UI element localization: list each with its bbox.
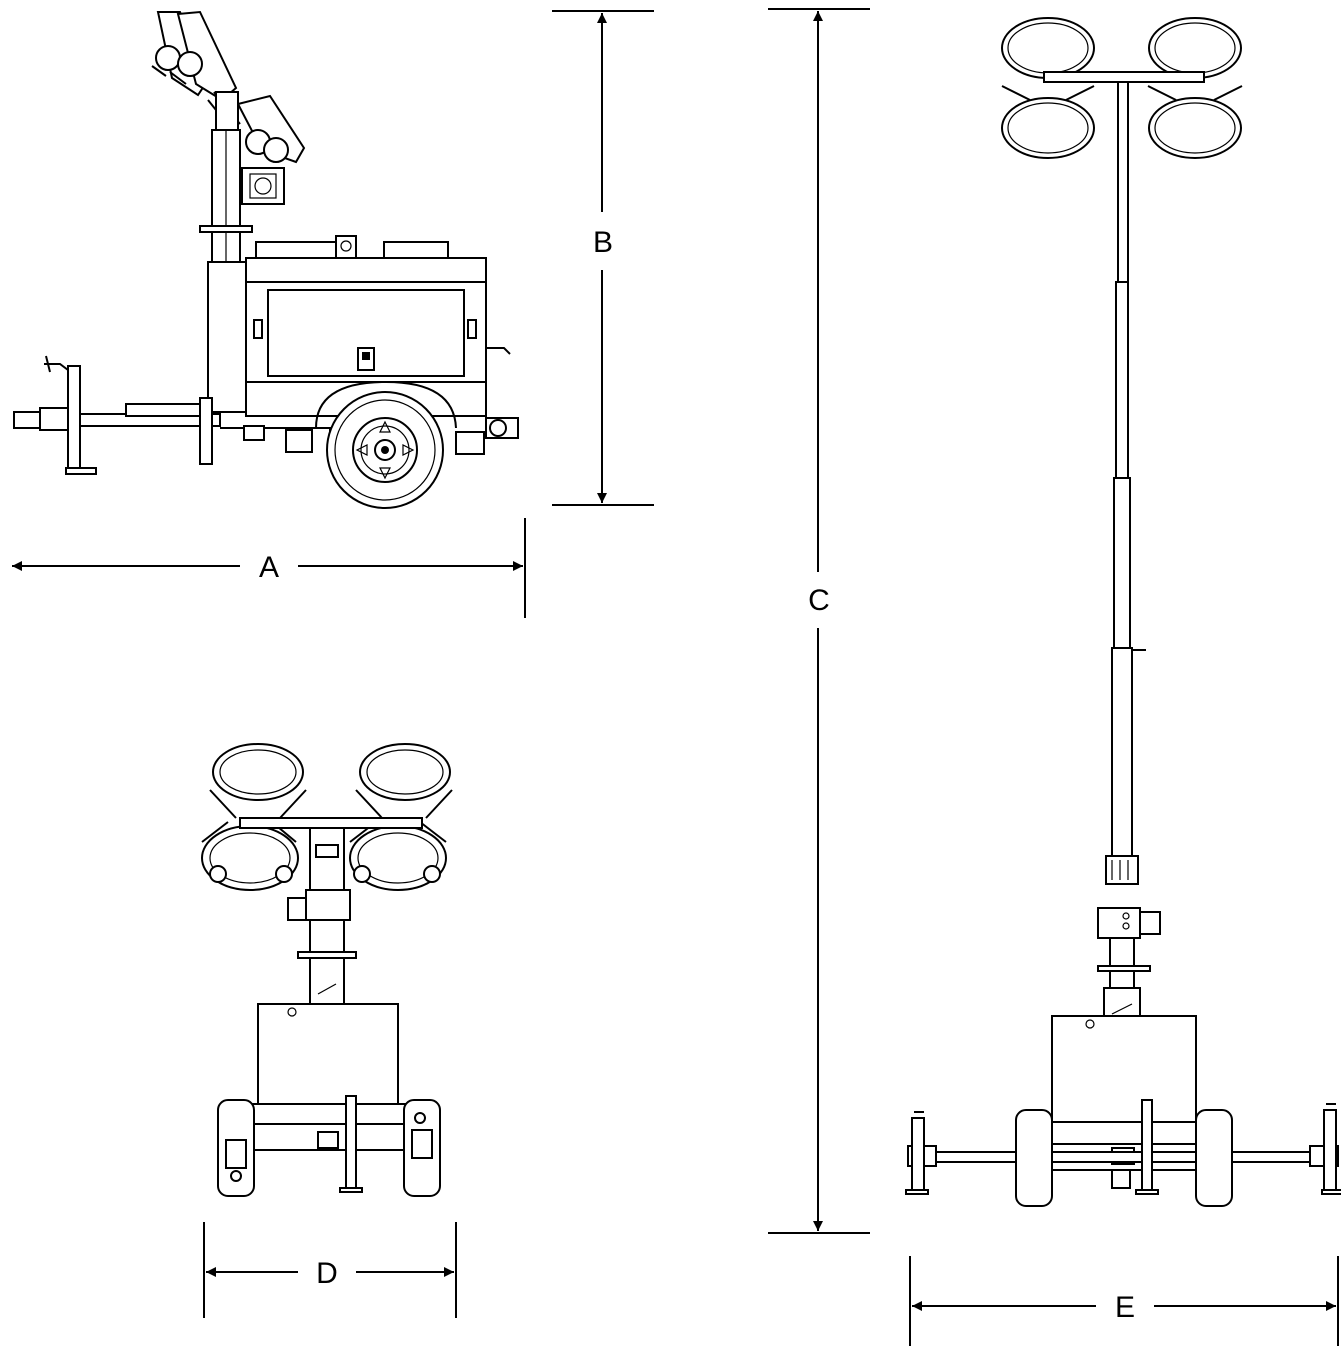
dimension-c-label: C	[808, 584, 830, 617]
dimension-a: A	[12, 518, 526, 618]
side-wheel	[315, 380, 457, 509]
front-housing	[249, 1003, 409, 1151]
side-front-light-heads	[207, 91, 306, 164]
dimension-a-label: A	[259, 551, 279, 584]
front-wheels	[217, 1095, 441, 1197]
dimension-d: D	[203, 1222, 457, 1318]
side-housing	[207, 235, 511, 417]
side-rear-light-heads	[151, 10, 238, 102]
side-mast	[199, 129, 285, 266]
front-view	[201, 743, 453, 1197]
rear-wheels	[1015, 1099, 1233, 1207]
dimension-b: B	[552, 10, 654, 506]
dimension-e: E	[909, 1256, 1339, 1346]
dimension-c: C	[768, 8, 870, 1234]
dimension-b-label: B	[593, 226, 613, 259]
side-tongue-and-jack	[13, 355, 519, 475]
rear-view	[905, 17, 1341, 1207]
rear-housing	[1047, 1015, 1201, 1171]
dimension-e-label: E	[1115, 1291, 1135, 1324]
dimension-d-label: D	[316, 1257, 338, 1290]
rear-telescoping-mast	[1097, 81, 1161, 1139]
side-view	[13, 10, 519, 509]
rear-light-heads	[1001, 17, 1243, 159]
rear-outriggers	[905, 1103, 1341, 1195]
front-light-heads	[201, 743, 453, 891]
